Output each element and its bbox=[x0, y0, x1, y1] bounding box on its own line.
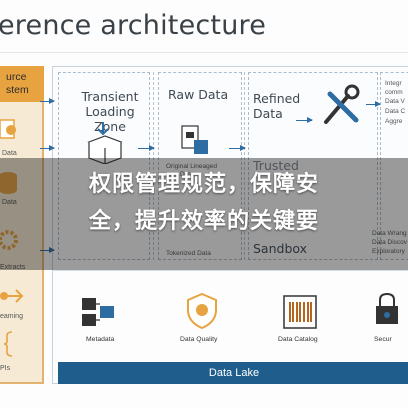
source-data-icon bbox=[0, 119, 16, 139]
tools-icon bbox=[324, 84, 360, 124]
title-divider bbox=[0, 52, 408, 53]
metadata-icon bbox=[82, 298, 114, 326]
data-catalog-barcode-icon bbox=[283, 295, 317, 329]
flow-arrow-source-3 bbox=[40, 247, 55, 253]
source-item-5: PIs bbox=[0, 365, 11, 372]
right-list-1: Integr bbox=[385, 80, 402, 87]
zone-divider-2 bbox=[244, 72, 246, 260]
source-header: urce stem bbox=[0, 66, 44, 102]
source-item-3: Extracts bbox=[0, 264, 26, 271]
raw-sub-line-2: Data bbox=[180, 171, 194, 178]
trusted-zone-title: Trusted bbox=[253, 158, 299, 173]
flow-arrow-source-2 bbox=[40, 145, 55, 151]
transient-zone-title: Transient Loading Zone bbox=[80, 89, 140, 134]
governance-security-label: Secur bbox=[374, 336, 392, 343]
right-list-2: comm bbox=[385, 89, 403, 96]
raw-sub-line-1: Original Lineaged bbox=[166, 163, 217, 170]
database-icon bbox=[0, 172, 17, 194]
source-item-1: Data bbox=[2, 150, 17, 157]
flow-arrow-refined bbox=[296, 117, 313, 123]
caption-line-2: 全，提升效率的关键要 bbox=[88, 209, 319, 234]
flow-arrow-refined-consume bbox=[366, 101, 381, 107]
caption-text: 权限管理规范，保障安 全，提升效率的关键要 bbox=[0, 166, 408, 240]
flow-arrow-source-1 bbox=[40, 98, 55, 104]
source-column bbox=[0, 66, 44, 384]
transient-zone bbox=[58, 72, 150, 260]
page-title: erence architecture bbox=[0, 10, 267, 41]
right-list-3: Data V bbox=[385, 98, 405, 105]
flow-arrow-transient-raw bbox=[138, 145, 155, 151]
flow-arrow-raw-refined bbox=[229, 145, 246, 151]
api-braces-icon bbox=[3, 331, 13, 357]
tokenized-label: Tokenized Data bbox=[166, 250, 211, 257]
raw-data-document-icon bbox=[181, 125, 208, 154]
gear-icon bbox=[0, 230, 18, 250]
sandbox-zone-title: Sandbox bbox=[253, 241, 308, 256]
source-header-line-1: urce bbox=[6, 71, 27, 83]
governance-band bbox=[52, 270, 408, 387]
right-list-4: Data C bbox=[385, 108, 406, 115]
source-item-4: eaming bbox=[0, 313, 23, 320]
stream-icon bbox=[0, 289, 24, 303]
refined-line-2: Data bbox=[253, 106, 283, 121]
source-header-line-2: stem bbox=[6, 84, 29, 96]
refined-zone-title: Refined Data bbox=[253, 91, 300, 121]
open-box-icon bbox=[87, 122, 123, 164]
data-lake-label: Data Lake bbox=[208, 367, 260, 379]
data-quality-shield-icon bbox=[187, 292, 217, 330]
refined-line-1: Refined bbox=[253, 91, 301, 106]
data-lake-bar: Data Lake bbox=[58, 362, 408, 384]
refined-zone bbox=[248, 72, 378, 260]
consumption-panel bbox=[380, 72, 408, 260]
caption-overlay bbox=[0, 158, 408, 270]
transient-zone-line-1: Transient bbox=[81, 89, 139, 104]
trusted-line-1: Trusted bbox=[253, 158, 299, 173]
security-lock-icon bbox=[376, 292, 398, 324]
raw-zone bbox=[158, 72, 242, 260]
governance-catalog-label: Data Catalog bbox=[278, 336, 318, 343]
governance-metadata-label: Metadata bbox=[86, 336, 115, 343]
right-bottom-list-3: Exploratory bbox=[372, 248, 405, 255]
zone-divider-1 bbox=[153, 72, 155, 260]
right-list-5: Aggre bbox=[385, 118, 403, 125]
right-bottom-list-1: Data Wrang bbox=[372, 230, 407, 237]
right-bottom-list-2: Data Discov bbox=[372, 239, 408, 246]
source-item-2: Data bbox=[2, 199, 17, 206]
raw-zone-title: Raw Data bbox=[168, 87, 229, 102]
caption-line-1: 权限管理规范，保障安 bbox=[88, 172, 319, 197]
governance-quality-label: Data Quality bbox=[180, 336, 218, 343]
